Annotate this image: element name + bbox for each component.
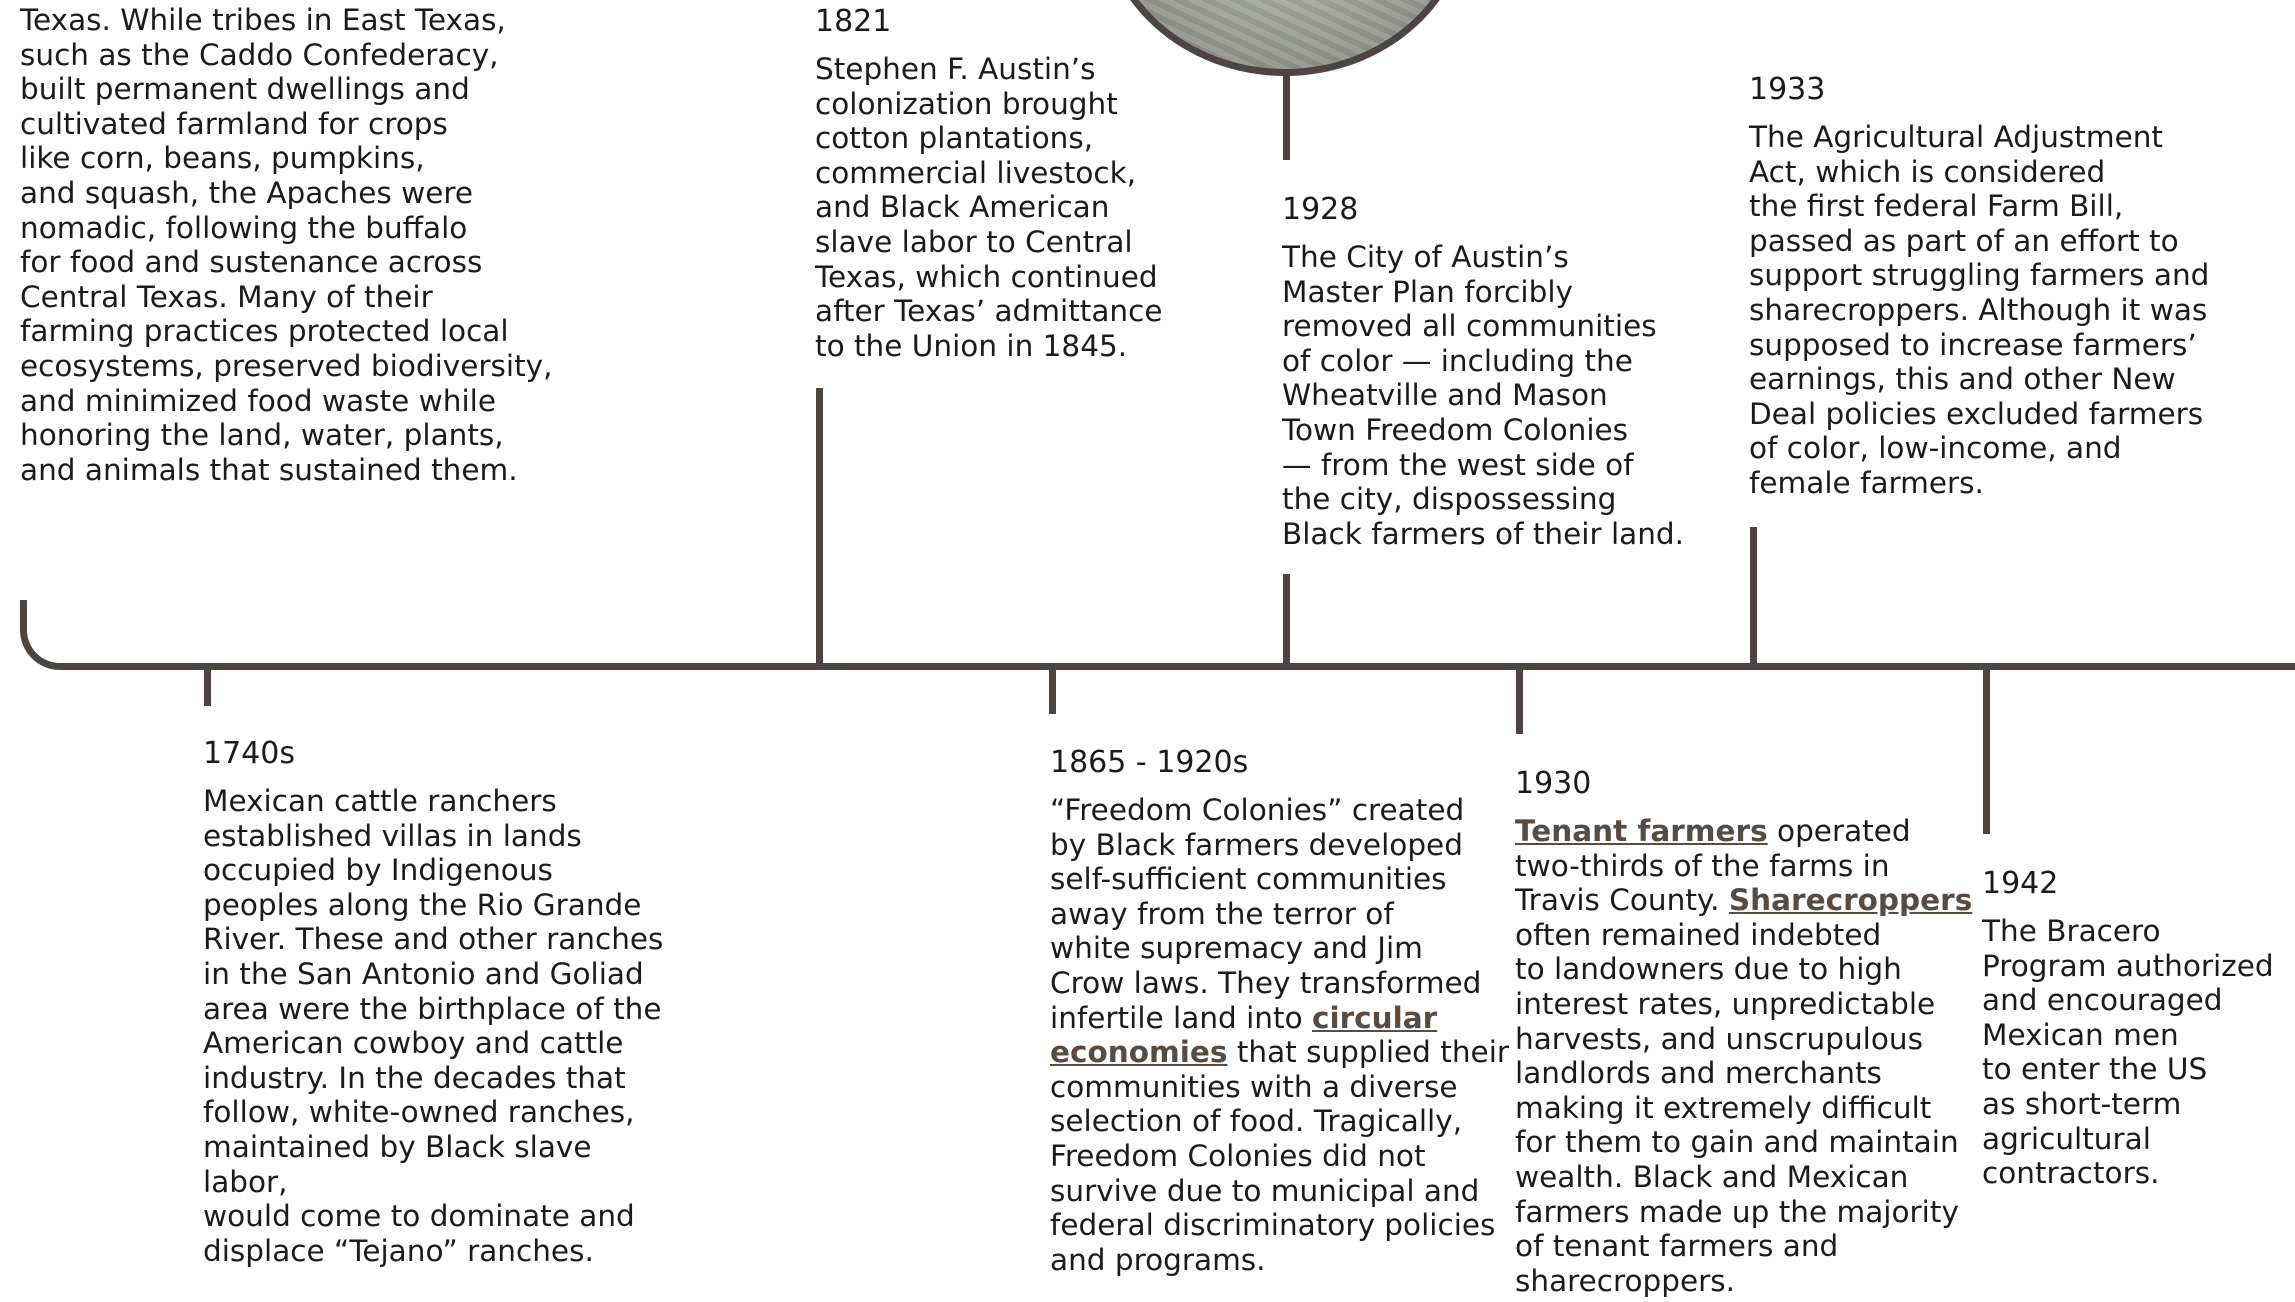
event-year: 1930 <box>1515 766 1592 801</box>
event-1942: 1942 The Bracero Program authorized and … <box>1982 866 2292 1191</box>
event-year: 1942 <box>1982 866 2059 901</box>
event-1930: 1930 Tenant farmers operated two-thirds … <box>1515 766 1975 1298</box>
event-text: The Bracero Program authorized and encou… <box>1982 914 2274 1191</box>
event-year: 1865 - 1920s <box>1050 745 1249 780</box>
intro-block: Texas. While tribes in East Texas, such … <box>20 3 560 487</box>
event-1821: 1821 Stephen F. Austin’s colonization br… <box>815 4 1235 363</box>
timeline-corner <box>20 600 80 670</box>
tick-1930 <box>1516 666 1523 734</box>
text-part-1: operated two-thirds of the farms in Trav… <box>1515 814 1911 918</box>
event-year: 1933 <box>1749 72 1826 107</box>
event-text: The Agricultural Adjustment Act, which i… <box>1749 120 2210 500</box>
tick-1928 <box>1283 574 1290 666</box>
event-1865-1920s: 1865 - 1920s “Freedom Colonies” created … <box>1050 745 1510 1277</box>
event-1740s: 1740s Mexican cattle ranchers establishe… <box>203 736 683 1268</box>
tick-1821 <box>816 388 823 666</box>
tick-1942 <box>1983 666 1990 834</box>
event-text: Tenant farmers operated two-thirds of th… <box>1515 814 1975 1298</box>
event-text: Mexican cattle ranchers established vill… <box>203 784 664 1268</box>
tick-1865 <box>1049 666 1056 714</box>
tick-1933 <box>1750 527 1757 666</box>
sharecroppers-link[interactable]: Sharecroppers <box>1728 883 1973 918</box>
event-1928: 1928 The City of Austin’s Master Plan fo… <box>1282 192 1732 551</box>
event-year: 1928 <box>1282 192 1359 227</box>
text-part-2: often remained indebted to landowners du… <box>1515 917 1959 1298</box>
text-before: “Freedom Colonies” created by Black farm… <box>1050 793 1482 1035</box>
intro-text: Texas. While tribes in East Texas, such … <box>20 3 553 487</box>
tick-1740s <box>204 666 211 706</box>
text-after: that supplied their communities with a d… <box>1050 1035 1510 1277</box>
tenant-farmers-link[interactable]: Tenant farmers <box>1515 814 1768 848</box>
event-year: 1821 <box>815 4 892 39</box>
event-1933: 1933 The Agricultural Adjustment Act, wh… <box>1749 72 2289 501</box>
event-text: Stephen F. Austin’s colonization brought… <box>815 52 1163 363</box>
circular-economies-link[interactable]: circular economies <box>1050 1000 1438 1070</box>
event-text: The City of Austin’s Master Plan forcibl… <box>1282 240 1685 551</box>
event-year: 1740s <box>203 736 295 771</box>
timeline-main-line <box>78 663 2295 670</box>
tick-photo <box>1283 74 1290 160</box>
historical-photo <box>1100 0 1470 76</box>
event-text: “Freedom Colonies” created by Black farm… <box>1050 793 1510 1277</box>
